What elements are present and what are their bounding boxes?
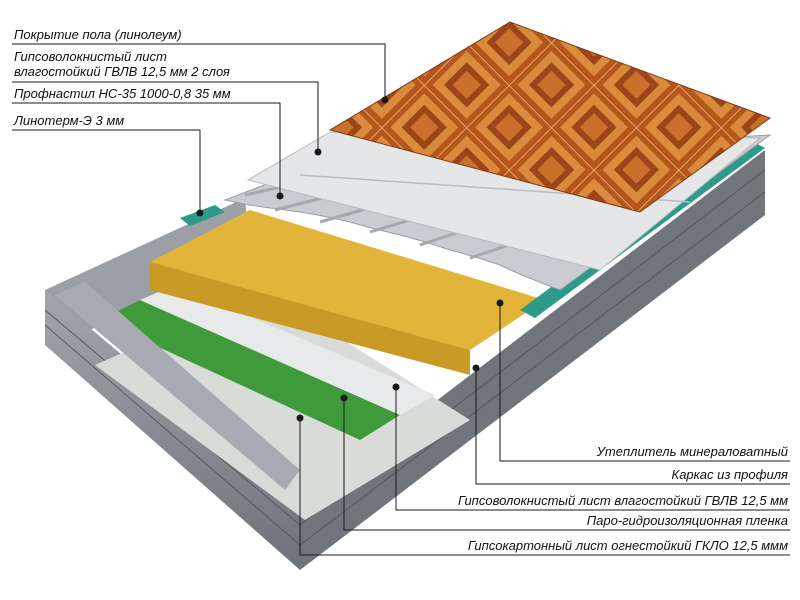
frame-groove-4 [299, 191, 766, 546]
label-gvlv-single: Гипсоволокнистый лист влагостойкий ГВЛВ … [457, 493, 788, 508]
label-floor-covering: Покрытие пола (линолеум) [14, 27, 182, 42]
dot-profnastil [276, 192, 284, 200]
leader-linoterm [12, 129, 201, 213]
leader-floor [12, 43, 386, 100]
label-profnastil-line1: Профнастил НС-35 1000-0,8 35 мм [14, 86, 231, 101]
insulation-front [150, 262, 470, 375]
dot-gvlv-2 [314, 148, 322, 156]
leader-gvlv-2 [12, 81, 319, 152]
label-profnastil: Профнастил НС-35 1000-0,8 35 мм [14, 86, 231, 101]
label-floor-covering-line1: Покрытие пола (линолеум) [14, 27, 182, 42]
frame-groove-2 [44, 324, 301, 546]
dot-gklo [296, 414, 304, 422]
floor-covering-surface [328, 21, 772, 213]
label-gvlv-2-layers-line1: Гипсоволокнистый лист [14, 49, 167, 64]
label-profile-frame: Каркас из профиля [671, 467, 788, 482]
label-vapor-film: Паро-гидроизоляционная пленка [586, 513, 788, 528]
label-gvlv-2-layers: Гипсоволокнистый лист влагостойкий ГВЛВ … [14, 49, 230, 79]
dot-linoterm [196, 209, 204, 217]
leader-gvlv-single [395, 387, 790, 511]
leader-dots-bottom [296, 299, 504, 422]
label-linoterm-line1: Линотерм-Э 3 мм [14, 113, 125, 128]
profnastil-ribs [244, 183, 531, 260]
dot-floor [381, 96, 389, 104]
leader-vapor [343, 398, 790, 531]
leader-frame [475, 368, 790, 485]
linoterm-strip-left [180, 205, 225, 226]
dot-gvlv-single [392, 383, 400, 391]
vapor-film-layer [100, 300, 400, 440]
leader-insulation [499, 303, 790, 462]
leader-gklo [299, 418, 790, 556]
dot-frame [472, 364, 480, 372]
leader-profnastil [12, 102, 281, 196]
frame-inner-rim [55, 282, 300, 490]
leader-lines-bottom [299, 303, 790, 556]
insulation-top [150, 210, 545, 350]
gvlv-bottom-layer [140, 285, 435, 415]
leader-lines-top [12, 43, 386, 213]
frame-front-bottom [300, 150, 765, 570]
dot-insulation [496, 299, 504, 307]
label-linoterm: Линотерм-Э 3 мм [14, 113, 124, 128]
label-gvlv-2-layers-line2: влагостойкий ГВЛВ 12,5 мм 2 слоя [14, 64, 230, 79]
label-gklo: Гипсокартонный лист огнестойкий ГКЛО 12,… [467, 538, 788, 553]
label-mineral-insulation: Утеплитель минераловатный [596, 444, 788, 459]
dot-vapor [340, 394, 348, 402]
leader-dots-top [196, 96, 389, 217]
